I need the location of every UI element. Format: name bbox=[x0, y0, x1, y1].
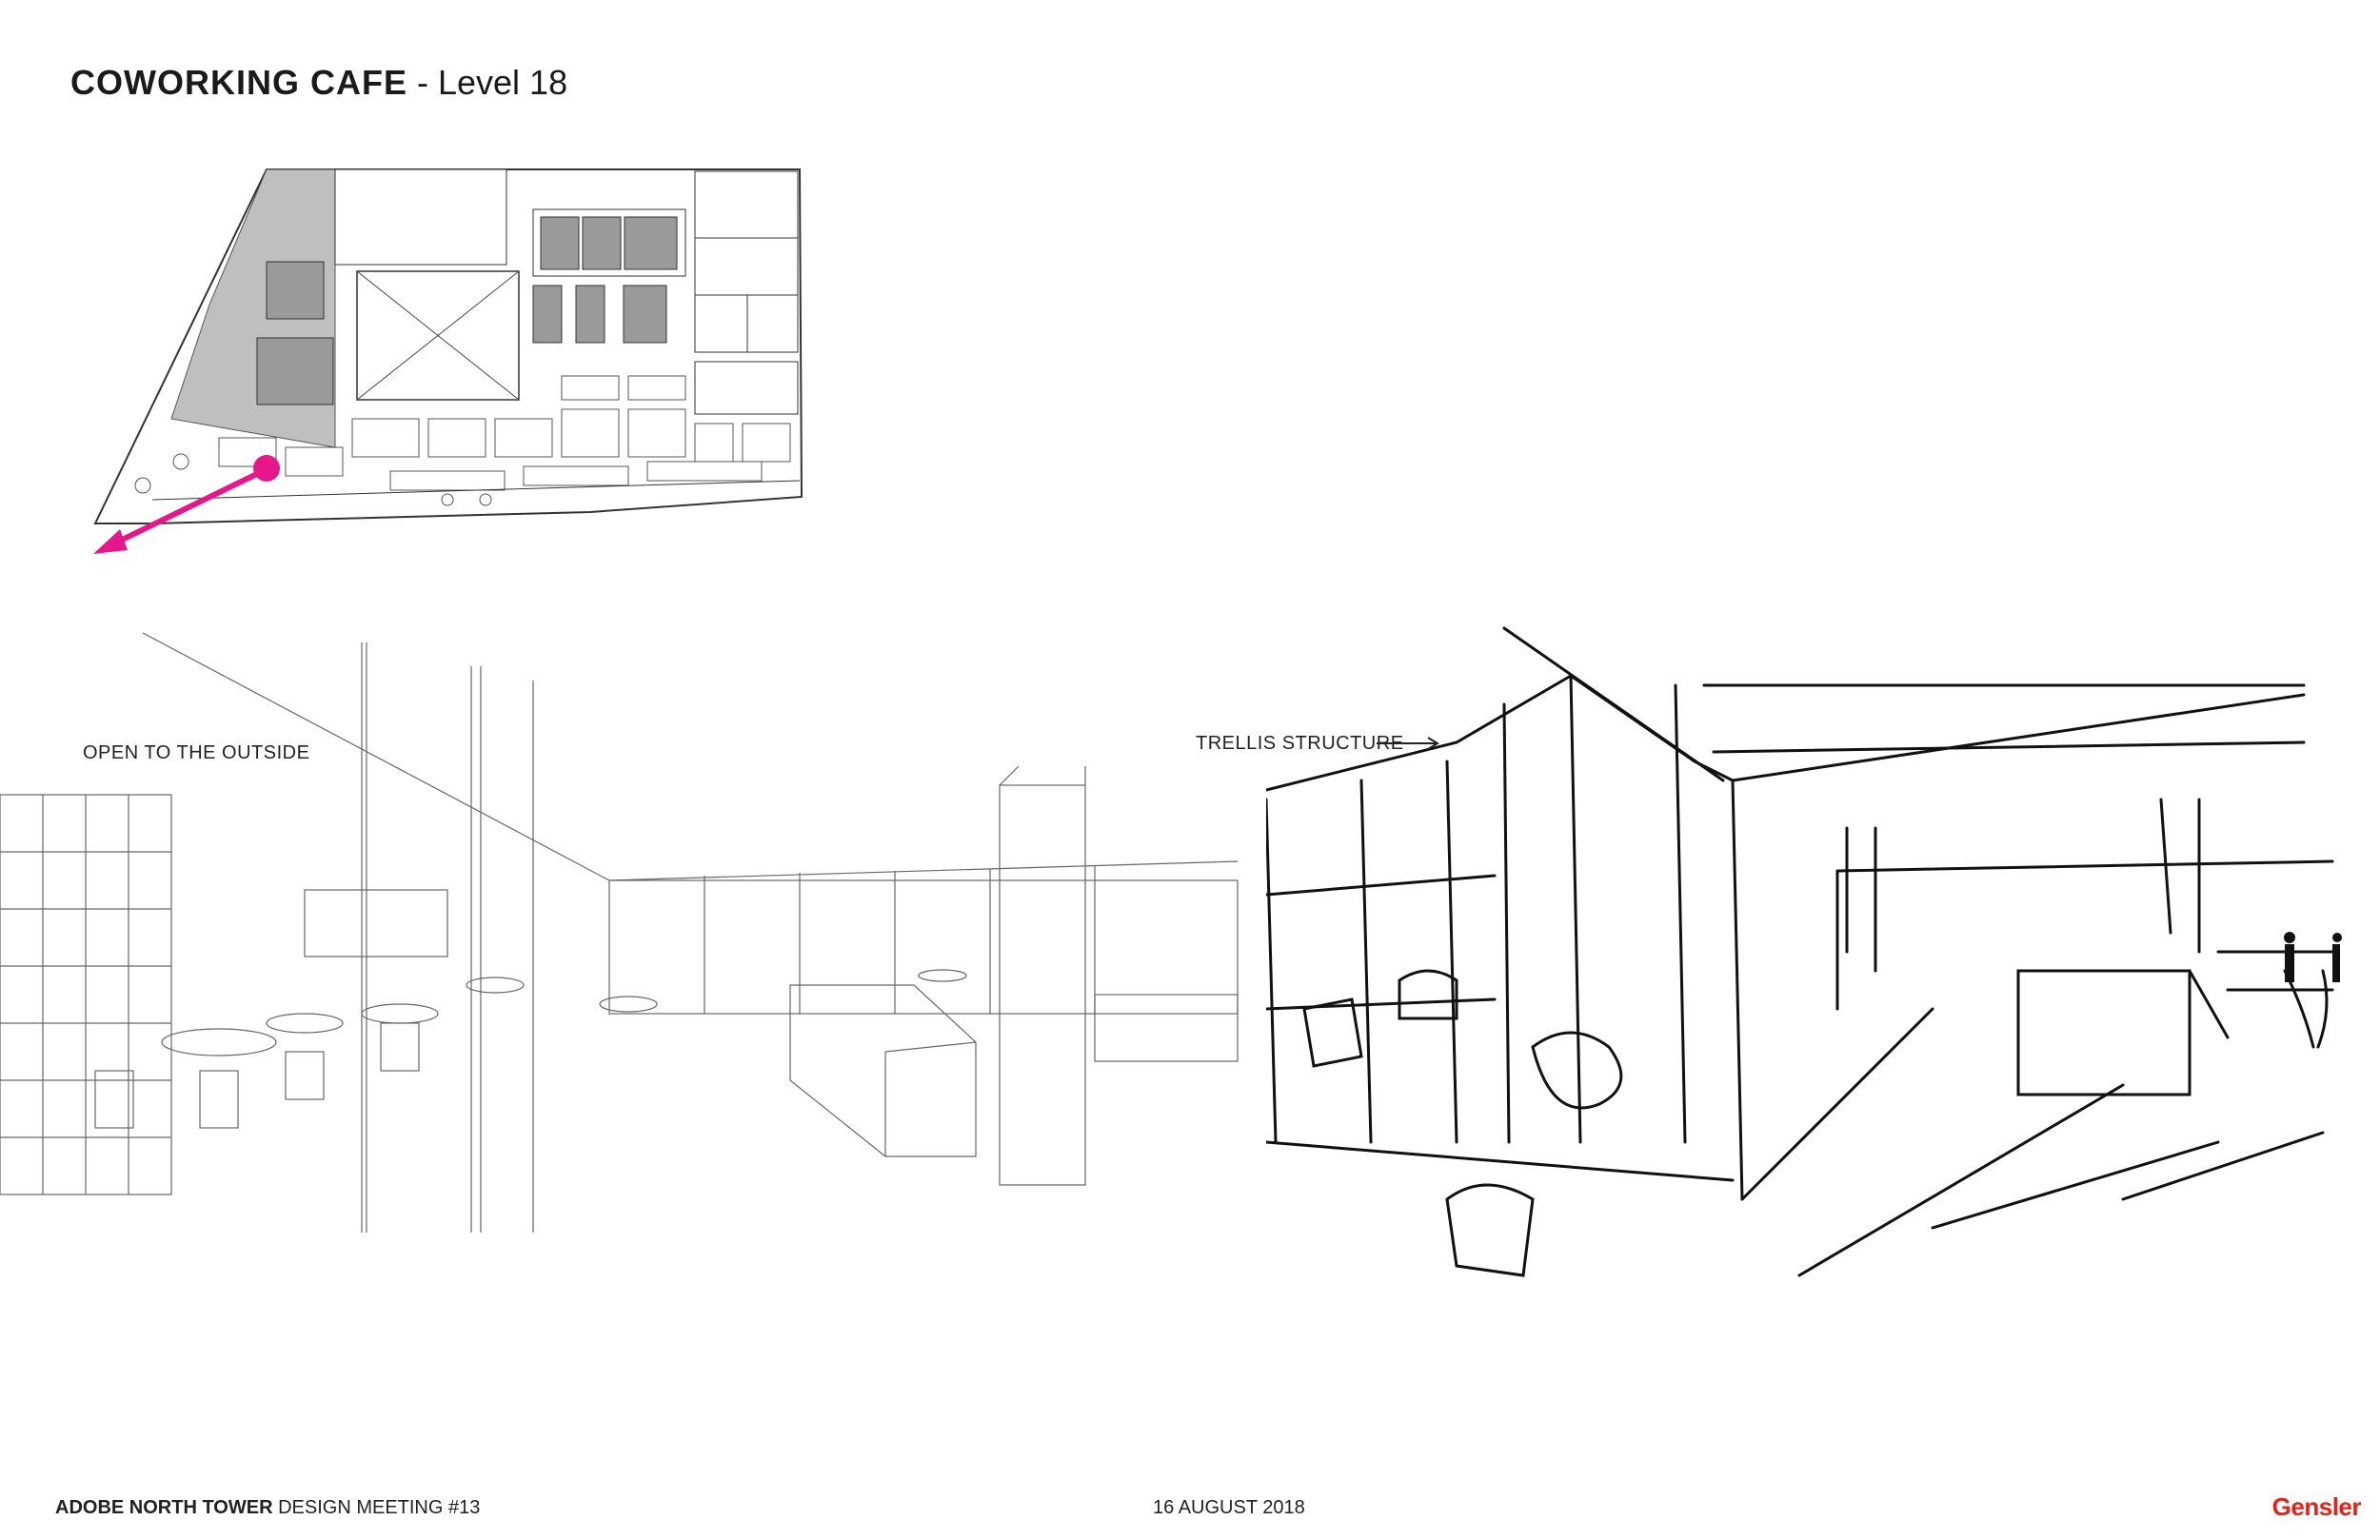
view-direction-arrow-icon bbox=[93, 455, 280, 554]
gensler-logo: Gensler bbox=[2271, 1492, 2362, 1521]
trellis-sketch-drawing bbox=[1266, 626, 2342, 1277]
cafe-rendering bbox=[0, 623, 1247, 1252]
page-title-level: Level 18 bbox=[437, 63, 568, 102]
cafe-rendering-drawing bbox=[0, 632, 1239, 1233]
annotation-trellis-structure: TRELLIS STRUCTURE bbox=[1196, 733, 1404, 754]
footer-project-name: ADOBE NORTH TOWER bbox=[55, 1497, 273, 1518]
trellis-leader-arrow-icon bbox=[1377, 737, 1439, 750]
page-title-separator: - bbox=[407, 63, 438, 102]
trellis-sketch bbox=[1266, 609, 2342, 1342]
floor-plan-drawing bbox=[93, 168, 803, 524]
footer-date: 16 AUGUST 2018 bbox=[1153, 1497, 1305, 1518]
annotation-open-to-outside: OPEN TO THE OUTSIDE bbox=[83, 742, 310, 763]
floor-plan bbox=[86, 162, 828, 562]
page-title: COWORKING CAFE - Level 18 bbox=[70, 63, 567, 103]
page-title-main: COWORKING CAFE bbox=[70, 63, 407, 102]
footer-meeting: DESIGN MEETING #13 bbox=[278, 1497, 481, 1518]
footer-project: ADOBE NORTH TOWER DESIGN MEETING #13 bbox=[55, 1497, 480, 1519]
